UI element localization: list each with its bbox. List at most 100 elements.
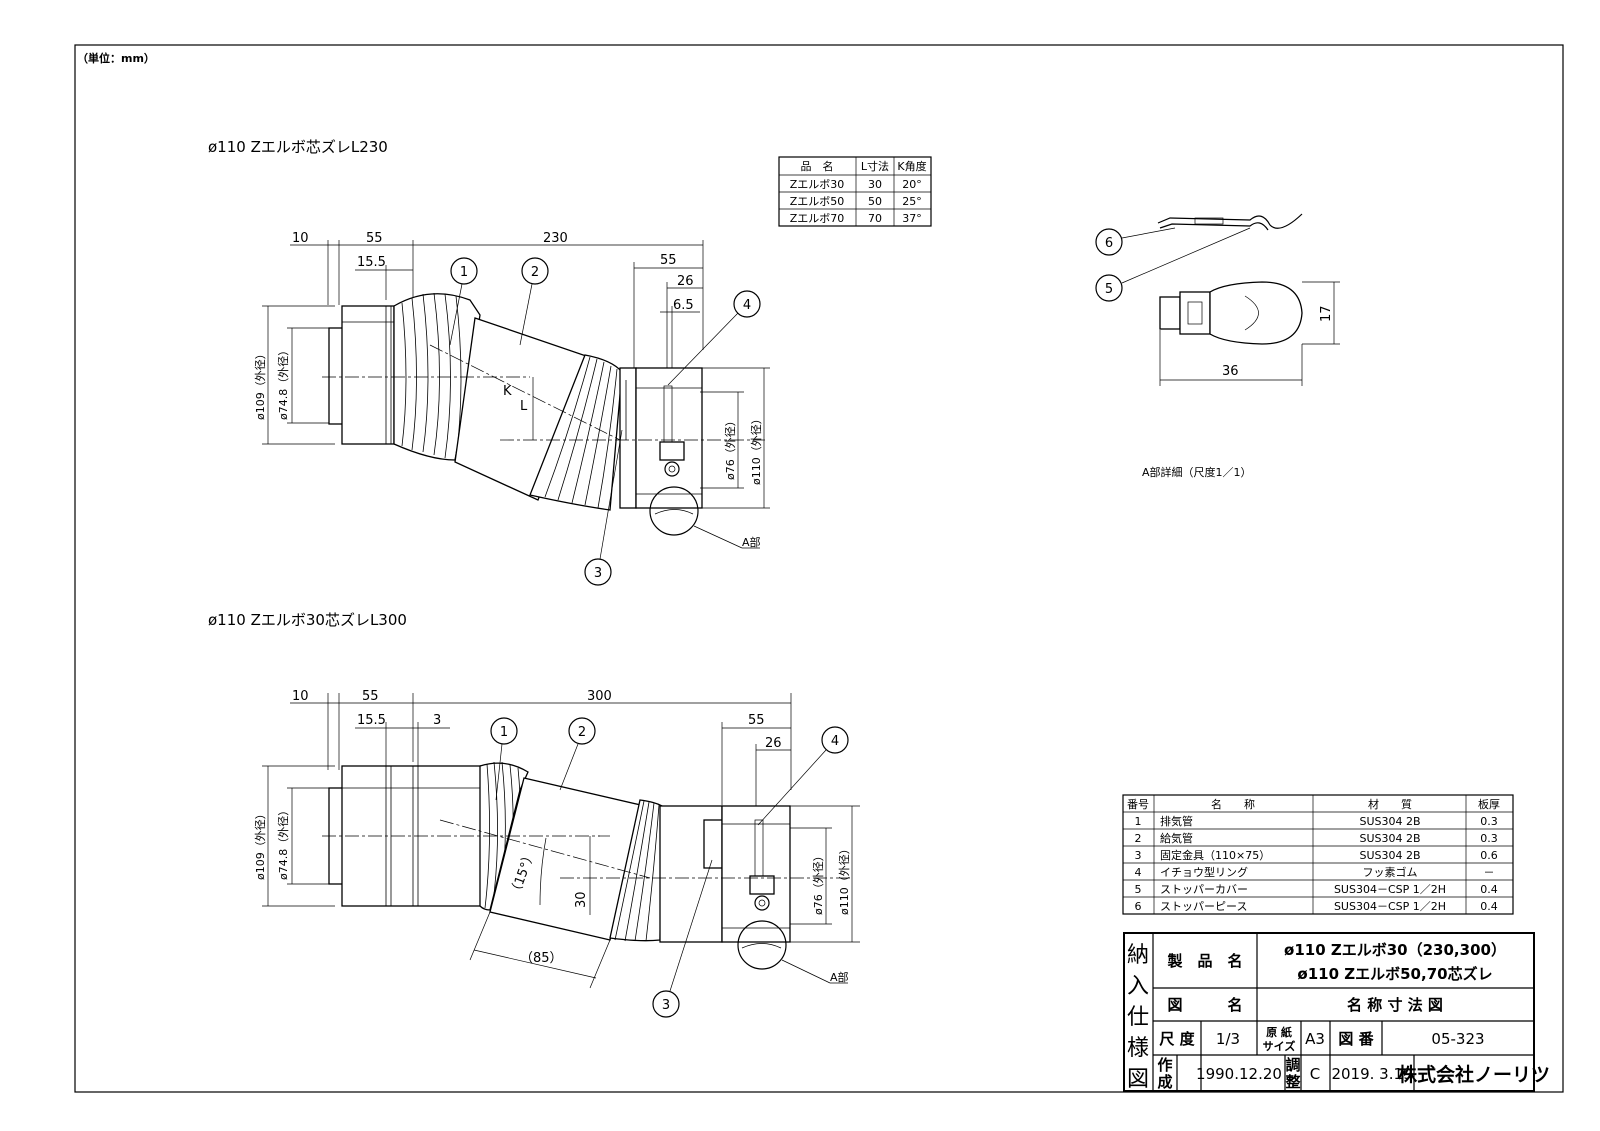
drawing-1-od109: ø109（外径）: [254, 348, 267, 420]
parts-cell: フッ素ゴム: [1363, 865, 1418, 879]
drawing-1-dim-55-right: 55: [660, 253, 677, 268]
scale-value: 1/3: [1216, 1030, 1240, 1048]
k-table-cell: Zエルボ70: [790, 212, 845, 225]
parts-table: 番号 名 称 材 質 板厚 1 排気管 SUS304 2B 0.3 2 給気管 …: [1122, 794, 1514, 915]
drawing-1-dim-230: 230: [543, 231, 568, 246]
revision-letter: C: [1310, 1065, 1320, 1083]
parts-cell: 2: [1135, 832, 1142, 845]
parts-cell: 0.3: [1480, 815, 1498, 828]
drawing-2-dim-55: 55: [362, 689, 379, 704]
revised-date: 2019. 3.19: [1331, 1065, 1412, 1083]
parts-cell: 0.6: [1480, 849, 1498, 862]
drawing-2-a-label: A部: [830, 970, 849, 984]
parts-cell: SUS304 2B: [1359, 832, 1420, 845]
parts-cell: ストッパーピース: [1160, 900, 1247, 913]
parts-header-thickness: 板厚: [1478, 797, 1500, 811]
unit-label: （単位：mm）: [77, 51, 155, 65]
parts-cell: SUS304 2B: [1359, 849, 1420, 862]
drawing-1-right-dimensions: ø110（外径） ø76（外径）: [700, 367, 770, 509]
drawing-1-id748: ø74.8（外径）: [277, 345, 290, 420]
revised-label: 整: [1285, 1073, 1300, 1091]
drawing-2-part-1: 1: [500, 725, 508, 740]
drawing-1-od76: ø76（外径）: [724, 415, 737, 480]
drawing-2-dim-55-right: 55: [748, 713, 765, 728]
drawing-1-part-4: 4: [743, 298, 751, 313]
drawing-2: ø110 Zエルボ30芯ズレL300 10 55 300 15.5 3 55 2…: [208, 611, 860, 1018]
k-table-cell: Zエルボ30: [790, 178, 845, 191]
drawing-2-id748: ø74.8（外径）: [277, 805, 290, 880]
drawing-1-dim-6-5: 6.5: [673, 298, 694, 313]
drawing-1-od110: ø110（外径）: [750, 413, 763, 485]
k-table-cell: 37°: [902, 212, 922, 225]
drawing-1-l: L: [520, 399, 528, 414]
detail-a-dim-36: 36: [1222, 364, 1239, 379]
parts-cell: SUS304－CSP 1／2H: [1334, 883, 1446, 896]
drawing-2-dim-10: 10: [292, 689, 309, 704]
drawing-2-od76: ø76（外径）: [812, 850, 825, 915]
drawing-1-dim-15-5: 15.5: [357, 255, 386, 270]
parts-cell: 0.4: [1480, 900, 1498, 913]
parts-cell: 0.4: [1480, 883, 1498, 896]
drawing-1-part-3: 3: [594, 566, 602, 581]
drawing-2-dim-300: 300: [587, 689, 612, 704]
title-block-side-char: 様: [1127, 1036, 1149, 1061]
detail-a-dim-17: 17: [1319, 305, 1334, 322]
drawing-2-left-dimensions: ø109（外径） ø74.8（外径）: [254, 765, 335, 907]
drawing-1-top-dimensions: 10 55 230 15.5 55 26 6.5: [290, 231, 704, 380]
drawing-2-dim-85: （85）: [520, 951, 563, 966]
drawing-1: ø110 Zエルボ芯ズレL230 10 55 230 15.5 55 26 6.…: [208, 138, 770, 586]
revised-label: 調: [1285, 1056, 1300, 1074]
k-table-header-k: K角度: [897, 159, 926, 173]
detail-a: 6 5 17 36 A部詳細（尺度1／1）: [1095, 213, 1340, 479]
drawing-1-a-label: A部: [742, 535, 761, 549]
drawing-2-part-4: 4: [831, 734, 839, 749]
title-block: 納 入 仕 様 図 製 品 名 ø110 Zエルボ30（230,300） ø11…: [1123, 932, 1550, 1092]
drawing-2-od109: ø109（外径）: [254, 808, 267, 880]
drawing-1-dim-26: 26: [677, 274, 694, 289]
drawing-1-part-2: 2: [531, 265, 539, 280]
drawing-2-detail-a-circle: [737, 920, 787, 970]
parts-cell: 給気管: [1160, 831, 1193, 845]
parts-cell: SUS304－CSP 1／2H: [1334, 900, 1446, 913]
drawing-1-title: ø110 Zエルボ芯ズレL230: [208, 138, 388, 156]
parts-cell: 0.3: [1480, 832, 1498, 845]
k-table-cell: 50: [868, 195, 882, 208]
drawing-1-part-1: 1: [460, 265, 468, 280]
paper-label: 原 紙: [1266, 1025, 1292, 1039]
parts-cell: ストッパーカバー: [1160, 883, 1248, 896]
company-name: 株式会社ノーリツ: [1398, 1063, 1550, 1086]
title-block-side-char: 入: [1127, 974, 1149, 999]
parts-cell: 1: [1135, 815, 1142, 828]
parts-cell: －: [1484, 866, 1495, 879]
drawing-number: 05-323: [1431, 1030, 1484, 1048]
product-line-1: ø110 Zエルボ30（230,300）: [1284, 941, 1506, 959]
drawing-2-dim-26: 26: [765, 736, 782, 751]
drawing-2-callouts: 1 2 3 4: [490, 717, 849, 1018]
product-line-2: ø110 Zエルボ50,70芯ズレ: [1297, 965, 1492, 983]
detail-a-caption: A部詳細（尺度1／1）: [1142, 465, 1252, 479]
detail-a-part-5: 5: [1105, 282, 1113, 297]
drawing-2-part-2: 2: [578, 725, 586, 740]
created-date: 1990.12.20: [1196, 1065, 1282, 1083]
parts-header-material: 材 質: [1368, 797, 1412, 811]
created-label: 成: [1157, 1073, 1172, 1091]
paper-value: A3: [1305, 1030, 1325, 1048]
k-table-cell: 30: [868, 178, 882, 191]
sheet-border: [74, 44, 1564, 1093]
parts-header-name: 名 称: [1211, 797, 1255, 811]
k-table-cell: 20°: [902, 178, 922, 191]
drawing-2-pipe-assembly: A部: [328, 761, 849, 984]
drawing-2-od110: ø110（外径）: [838, 843, 851, 915]
k-table-cell: Zエルボ50: [790, 195, 845, 208]
parts-cell: 3: [1135, 849, 1142, 862]
k-table-header-name: 品 名: [801, 159, 834, 173]
drawing-2-dim-30: 30: [574, 891, 589, 908]
parts-cell: 4: [1135, 866, 1142, 879]
number-label: 図 番: [1338, 1030, 1374, 1048]
scale-label: 尺 度: [1159, 1030, 1195, 1048]
drawing-1-detail-a-circle: [649, 486, 699, 536]
drawing-1-callouts: 1 2 3 4: [449, 257, 761, 586]
created-label: 作: [1157, 1056, 1172, 1074]
k-table-header-l: L寸法: [861, 159, 889, 173]
